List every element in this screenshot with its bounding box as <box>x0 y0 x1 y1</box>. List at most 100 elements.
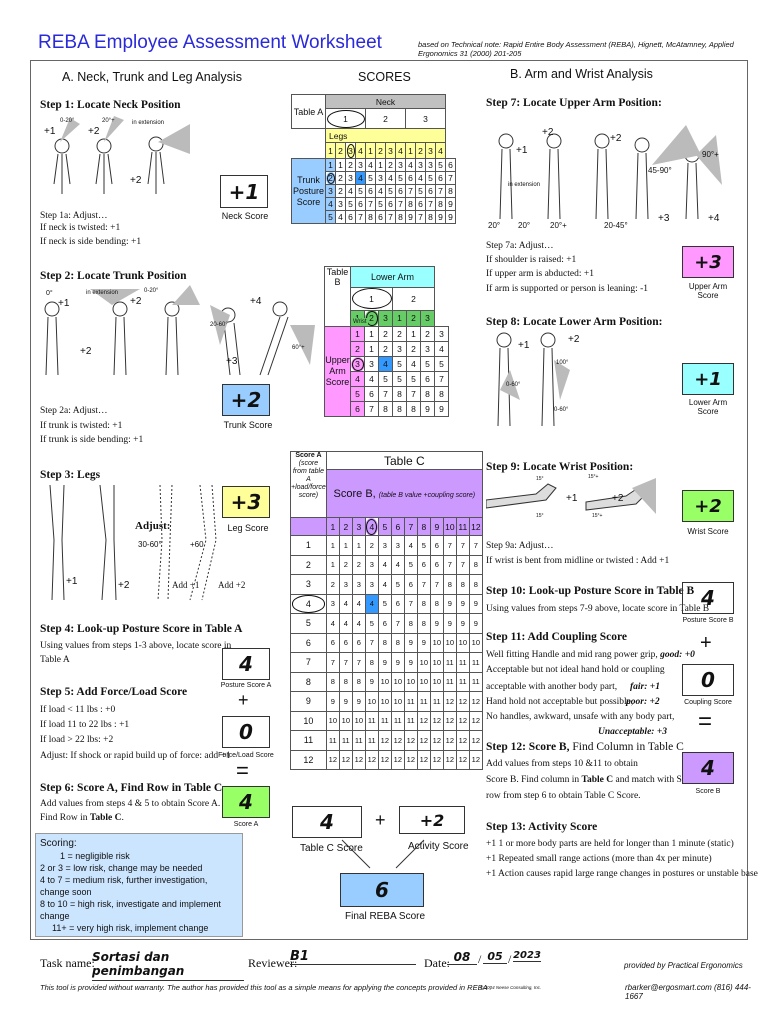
table-c-score-a-row-label: 10 <box>290 710 327 731</box>
table-b-cell: 1 <box>406 326 421 342</box>
table-c-cell: 9 <box>377 652 392 673</box>
table-b-wrist-col: 3 <box>378 309 393 328</box>
legs-p2: +2 <box>118 580 130 591</box>
table-a-cell: 8 <box>405 197 416 211</box>
posture-score-a-label: Posture Score A <box>220 682 272 689</box>
final-reba-score-box[interactable]: 6 <box>340 873 424 907</box>
table-c-cell: 1 <box>325 554 340 575</box>
table-b-cell: 8 <box>420 386 435 402</box>
table-b-upper-arm-row-label: 1 <box>350 326 365 342</box>
date-day-field[interactable]: 08 <box>447 950 477 965</box>
lower-a2: 0-60° <box>506 382 521 388</box>
table-c-cell: 1 <box>338 535 353 556</box>
table-b-cell: 6 <box>420 371 435 387</box>
date-year-field[interactable]: 2023 <box>513 950 541 962</box>
table-c-cell: 6 <box>429 554 444 575</box>
table-c-cell: 10 <box>364 691 379 712</box>
trunk-score-label: Trunk Score <box>223 420 273 430</box>
neck-score-box[interactable]: +1 <box>220 175 268 208</box>
table-c-score-a-row-label: 2 <box>290 554 327 575</box>
table-a-cell: 3 <box>345 171 356 185</box>
table-c-cell: 10 <box>390 671 405 692</box>
leg-score-box[interactable]: +3 <box>222 486 270 518</box>
page-title: REBA Employee Assessment Worksheet <box>38 32 382 53</box>
table-b-cell: 4 <box>406 356 421 372</box>
table-c-cell: 7 <box>442 535 457 556</box>
table-c-cell: 5 <box>416 535 431 556</box>
table-c-cell: 1 <box>325 535 340 556</box>
scoring-r1: 1 = negligible risk <box>60 851 130 861</box>
upper-p2: +2 <box>542 127 554 138</box>
coupling-score-box[interactable]: 0 <box>682 664 734 696</box>
table-a-cell: 7 <box>425 197 436 211</box>
table-a-neck-col: 1 <box>325 108 366 129</box>
table-c-cell: 8 <box>416 593 431 614</box>
table-a-cell: 6 <box>385 197 396 211</box>
table-c-cell: 2 <box>364 535 379 556</box>
posture-score-b-box[interactable]: 4 <box>682 582 734 614</box>
table-c-cell: 11 <box>429 691 444 712</box>
table-a-neck-col: 3 <box>405 108 446 129</box>
reviewer-label: Reviewer: <box>248 956 298 970</box>
table-c-score-a-row-label: 8 <box>290 671 327 692</box>
score-a-box[interactable]: 4 <box>222 786 270 818</box>
table-c-cell: 10 <box>377 671 392 692</box>
section-a-header: A. Neck, Trunk and Leg Analysis <box>62 70 242 84</box>
table-c-cell: 4 <box>351 613 366 634</box>
table-c-cell: 7 <box>468 535 483 556</box>
score-a-label: Score A <box>233 821 259 828</box>
provided-by: provided by Practical Ergonomics <box>624 961 743 970</box>
date-month-field[interactable]: 05 <box>483 950 507 964</box>
table-c-cell: 8 <box>468 574 483 595</box>
table-a-cell: 7 <box>365 197 376 211</box>
lower-arm-score-box[interactable]: +1 <box>682 363 734 395</box>
table-c-cell: 11 <box>403 710 418 731</box>
step11-poor: poor: +2 <box>626 697 660 707</box>
table-a-cell: 7 <box>385 210 396 224</box>
table-a-legs-col: 3 <box>345 142 356 159</box>
table-b-upper-arm-row-label: 5 <box>350 386 365 402</box>
table-c-cell: 5 <box>390 574 405 595</box>
table-c-cell: 11 <box>338 730 353 751</box>
trunk-score-box[interactable]: +2 <box>222 384 270 416</box>
table-b-wrist-col: 2 <box>406 309 421 328</box>
score-b-box[interactable]: 4 <box>682 752 734 784</box>
legs-figures <box>49 484 217 601</box>
step1-title: Step 1: Locate Neck Position <box>40 99 181 111</box>
step2-twist: If trunk is twisted: +1 <box>40 421 123 431</box>
lower-arm-score-label: Lower Arm Score <box>688 398 728 416</box>
table-a-cell: 9 <box>435 210 446 224</box>
table-a-cell: 5 <box>375 197 386 211</box>
table-c-cell: 8 <box>442 574 457 595</box>
table-c-score-a-row-label: 3 <box>290 574 327 595</box>
table-c-cell: 9 <box>455 593 470 614</box>
table-a-cell: 4 <box>415 171 426 185</box>
table-c-cell: 12 <box>455 710 470 731</box>
table-a-cell: 4 <box>375 184 386 198</box>
step9-bent: If wrist is bent from midline or twisted… <box>486 556 670 566</box>
step5-title: Step 5: Add Force/Load Score <box>40 686 188 698</box>
task-name-field[interactable]: Sortasi dan penimbangan <box>92 950 244 981</box>
legs-a1: 30-60° <box>138 540 162 549</box>
table-a-trunk-row-label: 1 <box>325 158 336 172</box>
table-b-cell: 8 <box>434 386 449 402</box>
neck-a2: 20°+ <box>102 118 115 124</box>
activity-score-box[interactable]: +2 <box>399 806 465 834</box>
table-c-cell: 7 <box>455 535 470 556</box>
table-c-score-box[interactable]: 4 <box>292 806 362 838</box>
posture-score-a-box[interactable]: 4 <box>222 648 270 680</box>
reviewer-field[interactable]: B1 <box>290 949 416 965</box>
upper-arm-figures <box>498 125 722 220</box>
upper-ext: in extension <box>508 182 541 188</box>
upper-arm-score-box[interactable]: +3 <box>682 246 734 278</box>
table-a-legs-col: 3 <box>385 142 396 159</box>
step12-title: Step 12: Score B, Find Column in Table C <box>486 741 684 753</box>
table-c-cell: 12 <box>403 730 418 751</box>
lower-p1: +1 <box>518 340 530 351</box>
date-sep-1: / <box>478 952 482 966</box>
trunk-a2: 0-20° <box>144 288 159 294</box>
table-a-cell: 6 <box>395 184 406 198</box>
upper-a3: 20°+ <box>550 221 567 230</box>
wrist-score-box[interactable]: +2 <box>682 490 734 522</box>
force-load-score-box[interactable]: 0 <box>222 716 270 748</box>
